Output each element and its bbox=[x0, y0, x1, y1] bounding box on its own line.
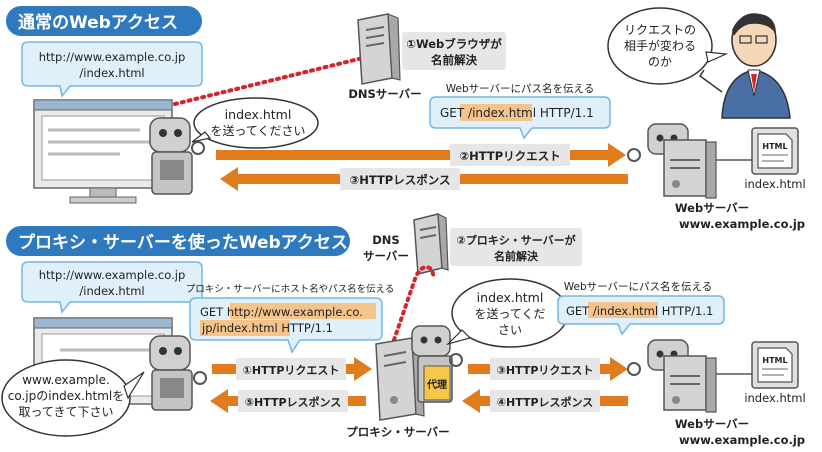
proxy-name: プロキシ・サーバー bbox=[346, 425, 449, 439]
normal-dns-step-line2: 名前解決 bbox=[431, 53, 477, 67]
svg-text:GET /index.html HTTP/1.1: GET /index.html HTTP/1.1 bbox=[440, 106, 594, 120]
proxy-get1-prefix: GET bbox=[200, 305, 227, 319]
proxy-server-name-line2: www.example.co.jp bbox=[679, 433, 805, 447]
normal-heading: 通常のWebアクセス bbox=[18, 12, 178, 33]
normal-section: 通常のWebアクセス http://www.example.co.jp /ind… bbox=[6, 6, 806, 231]
svg-text:jp/index.html HTTP/1.1: jp/index.html HTTP/1.1 bbox=[201, 321, 333, 335]
normal-dns-step: ①Webブラウザが 名前解決 bbox=[402, 32, 506, 70]
proxy-badge: 代理 bbox=[423, 365, 451, 401]
person-speech-line2: 相手が変わる bbox=[624, 38, 696, 53]
normal-web-caption: Webサーバーにパス名を伝える bbox=[446, 82, 594, 95]
proxy-badge-text: 代理 bbox=[426, 378, 447, 391]
proxy-resp2-label: ④HTTPレスポンス bbox=[497, 395, 594, 409]
proxy-resp1-arrow: ⑤HTTPレスポンス bbox=[210, 389, 366, 413]
proxy-dns-server-icon bbox=[413, 212, 449, 275]
normal-server-name-line1: Webサーバー bbox=[675, 201, 749, 215]
proxy-dns-label-line1: DNS bbox=[372, 233, 399, 247]
proxy-user-speech-line1: www.example. bbox=[22, 373, 110, 387]
normal-html-file: index.html bbox=[744, 177, 805, 191]
proxy-robot-speech: index.html を送ってくだ さい bbox=[445, 278, 569, 348]
dns-server-icon bbox=[357, 13, 401, 85]
proxy-get2-path: /index.html bbox=[593, 304, 658, 318]
proxy-req1-arrow: ①HTTPリクエスト bbox=[212, 357, 372, 381]
person-speech: リクエストの 相手が変わる のか bbox=[607, 7, 729, 85]
proxy-html-document-icon: HTML bbox=[751, 341, 799, 389]
person-speech-line1: リクエストの bbox=[624, 23, 696, 37]
web-server-icon bbox=[627, 123, 752, 199]
proxy-dns-step: ②プロキシ・サーバーが 名前解決 bbox=[450, 228, 582, 266]
normal-get-callout: GET /index.html HTTP/1.1 bbox=[429, 96, 611, 140]
proxy-get1-url-line2: jp/index.html bbox=[201, 321, 278, 335]
normal-robot-speech: index.html を送ってください bbox=[191, 97, 319, 149]
proxy-resp1-label: ⑤HTTPレスポンス bbox=[245, 395, 342, 409]
proxy-robot-speech-line3: さい bbox=[498, 323, 522, 337]
proxy-server-name-line1: Webサーバー bbox=[675, 417, 749, 431]
normal-url-line2: /index.html bbox=[79, 66, 144, 80]
proxy-web-caption: Webサーバーにパス名を伝える bbox=[564, 280, 712, 293]
svg-text:GET http://www.example.co.: GET http://www.example.co. bbox=[200, 305, 363, 319]
proxy-web-server-icon bbox=[627, 339, 752, 413]
proxy-get2-prefix: GET bbox=[566, 304, 593, 318]
proxy-req2-arrow: ③HTTPリクエスト bbox=[468, 357, 628, 381]
proxy-dns-lookup-arrow bbox=[392, 265, 436, 342]
normal-dns-step-line1: ①Webブラウザが bbox=[406, 37, 502, 51]
html-document-icon: HTML bbox=[751, 127, 799, 175]
normal-response-label: ③HTTPレスポンス bbox=[349, 173, 450, 187]
proxy-get2-suffix: HTTP/1.1 bbox=[658, 304, 713, 318]
normal-url-callout: http://www.example.co.jp /index.html bbox=[21, 41, 203, 98]
proxy-get1-url-line1: http://www.example.co. bbox=[227, 305, 363, 319]
normal-request-arrow: ②HTTPリクエスト bbox=[216, 143, 626, 167]
proxy-user-speech-line3: 取ってきて下さい bbox=[18, 405, 113, 419]
person-speech-line3: のか bbox=[648, 55, 672, 69]
proxy-section: プロキシ・サーバーを使ったWebアクセス http://www.example.… bbox=[1, 212, 806, 447]
proxy-get1-callout: GET http://www.example.co. jp/index.html… bbox=[189, 297, 383, 354]
normal-request-label: ②HTTPリクエスト bbox=[459, 149, 560, 163]
normal-html-doc-label: HTML bbox=[762, 142, 787, 151]
proxy-req2-label: ③HTTPリクエスト bbox=[497, 364, 594, 377]
normal-get-prefix: GET bbox=[440, 106, 468, 120]
proxy-req1-label: ①HTTPリクエスト bbox=[243, 364, 340, 377]
proxy-html-file: index.html bbox=[744, 391, 805, 405]
normal-response-arrow: ③HTTPレスポンス bbox=[220, 167, 628, 191]
proxy-url-line2: /index.html bbox=[79, 284, 144, 298]
proxy-user-speech: www.example. co.jpのindex.htmlを 取ってきて下さい bbox=[1, 359, 145, 437]
presenter-person-icon bbox=[698, 13, 791, 119]
proxy-client-robot-icon bbox=[149, 335, 207, 411]
normal-robot-speech-line2: を送ってください bbox=[210, 123, 305, 138]
proxy-robot-speech-line1: index.html bbox=[477, 290, 544, 305]
normal-server-name-line2: www.example.co.jp bbox=[679, 217, 805, 231]
proxy-resp2-arrow: ④HTTPレスポンス bbox=[462, 389, 628, 413]
proxy-get1-suffix: HTTP/1.1 bbox=[278, 321, 333, 335]
normal-url-line1: http://www.example.co.jp bbox=[39, 50, 186, 64]
proxy-host-caption: プロキシ・サーバーにホスト名やパス名を伝える bbox=[186, 283, 395, 295]
proxy-dns-step-line2: 名前解決 bbox=[494, 249, 539, 263]
proxy-heading-bg bbox=[6, 226, 350, 256]
normal-dns-label: DNSサーバー bbox=[348, 87, 421, 101]
svg-text:GET /index.html HTTP/1.1: GET /index.html HTTP/1.1 bbox=[566, 304, 713, 318]
proxy-robot-speech-line2: を送ってくだ bbox=[474, 306, 545, 321]
proxy-user-speech-line2: co.jpのindex.htmlを bbox=[8, 389, 124, 403]
normal-robot-speech-line1: index.html bbox=[225, 107, 292, 122]
proxy-get2-callout: GET /index.html HTTP/1.1 bbox=[557, 295, 725, 336]
proxy-dns-label-line2: サーバー bbox=[363, 249, 409, 263]
proxy-heading: プロキシ・サーバーを使ったWebアクセス bbox=[18, 232, 348, 253]
proxy-url-callout: http://www.example.co.jp /index.html bbox=[21, 261, 203, 314]
proxy-html-doc-label: HTML bbox=[762, 356, 787, 365]
proxy-dns-step-line1: ②プロキシ・サーバーが bbox=[456, 233, 575, 247]
normal-get-suffix: HTTP/1.1 bbox=[536, 106, 594, 120]
proxy-url-line1: http://www.example.co.jp bbox=[39, 268, 186, 282]
normal-heading-bg bbox=[6, 6, 202, 36]
normal-get-path: /index.html bbox=[468, 106, 536, 120]
robot-icon bbox=[149, 117, 205, 195]
